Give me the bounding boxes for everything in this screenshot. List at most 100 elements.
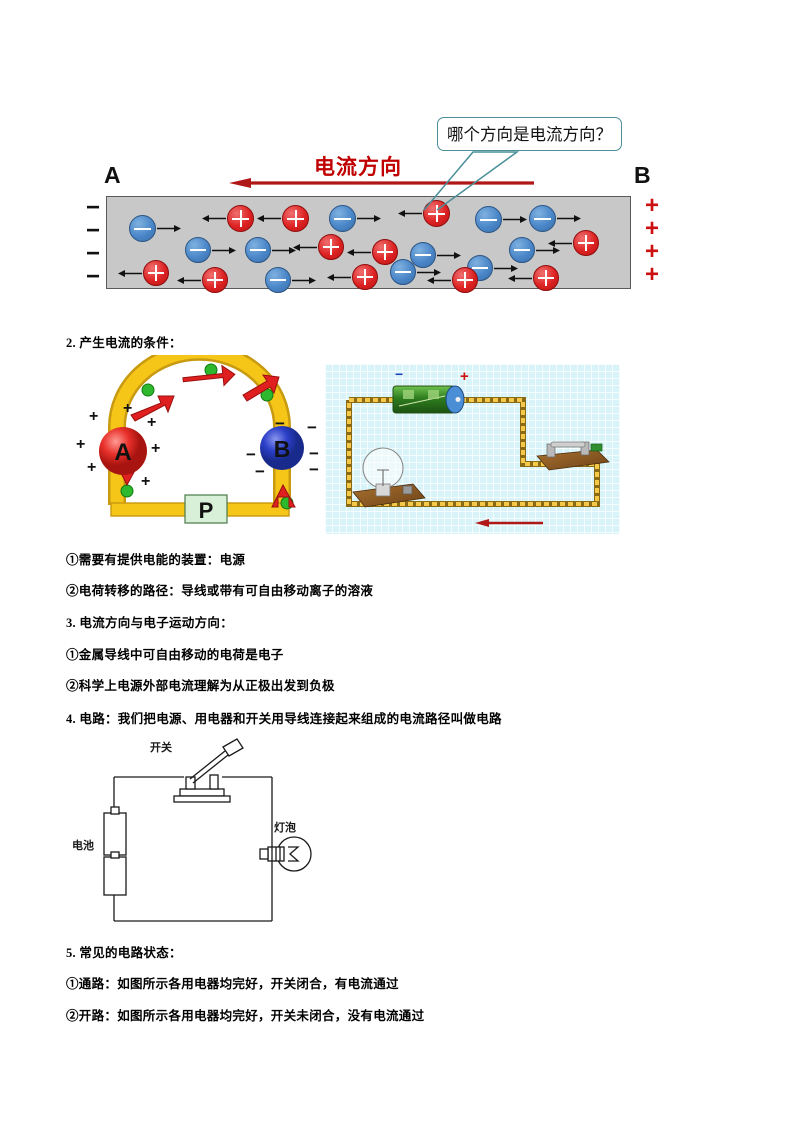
sphere-b-charges: −− −− −− [246, 414, 319, 481]
battery-positive-terminal: + [460, 368, 469, 385]
callout-question: 哪个方向是电流方向？ [437, 117, 622, 151]
ion-motion-arrow [508, 274, 532, 282]
ion-charge-glyph [334, 217, 351, 220]
negative-ion [329, 205, 356, 232]
ion-charge-glyph [239, 210, 242, 227]
sphere-a-label: A [114, 439, 131, 466]
conductor-body [106, 196, 631, 293]
ion-charge-glyph [472, 267, 488, 270]
ion-charge-glyph [415, 254, 431, 257]
ion-charge-glyph [214, 272, 217, 288]
negative-ion [185, 237, 211, 263]
svg-text:+: + [147, 414, 156, 431]
bulb-component [352, 447, 426, 508]
ion-motion-arrow [437, 251, 461, 259]
positive-ion [143, 260, 169, 286]
ion-motion-arrow [293, 243, 317, 251]
ion-motion-arrow [357, 215, 381, 222]
charge-sign: + [644, 192, 659, 219]
ion-motion-arrow [417, 268, 441, 276]
positive-ion [452, 267, 478, 293]
ion-charge-glyph [155, 265, 158, 281]
ion-charge-glyph [270, 279, 286, 282]
current-direction-arrow [229, 178, 534, 188]
svg-text:+: + [151, 440, 160, 457]
electrode-label-a: A [104, 162, 121, 188]
positive-ion [227, 205, 254, 232]
switch-symbol [173, 738, 244, 803]
ion-motion-arrow [427, 276, 451, 284]
bulb-symbol [259, 836, 312, 872]
section-5-item-2: ②开路：如图所示各用电器均完好，开关未闭合，没有电流通过 [66, 1009, 425, 1023]
ion-motion-arrow [503, 216, 527, 223]
charge-sign: − [85, 240, 100, 267]
section-3-item-1: ①金属导线中可自由移动的电荷是电子 [66, 648, 284, 662]
svg-text:−: − [307, 418, 317, 437]
sphere-a [99, 427, 147, 475]
ion-motion-arrow [557, 215, 581, 222]
ion-charge-glyph [364, 269, 367, 285]
device-p-label: P [199, 498, 214, 523]
svg-text:−: − [275, 414, 285, 433]
svg-text:−: − [246, 445, 256, 464]
negative-ion [529, 205, 556, 232]
ion-motion-arrow [398, 210, 422, 217]
ion-charge-glyph [384, 244, 387, 260]
positive-ion [318, 234, 344, 260]
charge-sign: + [644, 261, 659, 288]
section-2-item-1: ①需要有提供电能的装置：电源 [66, 553, 246, 567]
charge-sign: − [85, 217, 100, 244]
svg-text:+: + [123, 400, 132, 417]
battery-negative-terminal: − [395, 366, 403, 382]
negative-ion [410, 242, 436, 268]
positive-ion [573, 230, 599, 256]
ion-motion-arrow [272, 246, 296, 254]
bulb-label: 灯泡 [274, 820, 296, 834]
negative-ion [475, 206, 502, 233]
ion-motion-arrow [118, 269, 142, 277]
figure-conductor-ions: A B 电流方向 哪个方向是电流方向？ − − − − + + + + [86, 117, 696, 318]
section-2-item-2: ②电荷转移的路径：导线或带有可自由移动离子的溶液 [66, 584, 374, 598]
ion-charge-glyph [190, 249, 206, 252]
figure-circuit-schematic: 电池 开关 灯泡 [62, 735, 357, 930]
switch-label: 开关 [150, 740, 172, 754]
figure-photo-circuit: − + [325, 364, 620, 534]
switch-component [536, 441, 610, 471]
svg-text:+: + [89, 408, 98, 425]
ion-motion-arrow [202, 215, 226, 222]
charge-sign: − [85, 263, 100, 290]
ion-motion-arrow [257, 215, 281, 222]
ion-charge-glyph [480, 218, 497, 221]
device-p-box [184, 494, 228, 524]
charge-sign: + [644, 238, 659, 265]
ion-motion-arrow [536, 246, 560, 254]
ion-charge-glyph [330, 239, 333, 255]
section-5-item-1: ①通路：如图所示各用电器均完好，开关闭合，有电流通过 [66, 977, 399, 991]
battery-symbol [103, 806, 127, 896]
battery-label: 电池 [72, 838, 94, 852]
ion-charge-glyph [395, 271, 411, 274]
section-3-heading: 3. 电流方向与电子运动方向： [66, 616, 234, 630]
ion-motion-arrow [494, 264, 518, 272]
negative-ion [509, 237, 535, 263]
ion-charge-glyph [435, 205, 438, 222]
photo-current-arrow [475, 519, 543, 527]
svg-text:−: − [309, 460, 319, 479]
charge-sign: − [85, 194, 100, 221]
svg-text:−: − [309, 444, 319, 463]
negative-ion [390, 259, 416, 285]
ion-charge-glyph [250, 249, 266, 252]
negative-ion [265, 267, 291, 293]
ion-charge-glyph [134, 227, 151, 230]
svg-text:−: − [255, 462, 265, 481]
sphere-b-label: B [274, 436, 291, 462]
ion-motion-arrow [327, 273, 351, 281]
ion-motion-arrow [347, 248, 371, 256]
sphere-b [260, 426, 304, 470]
ion-motion-arrow [548, 239, 572, 247]
positive-ion [282, 205, 309, 232]
current-direction-label: 电流方向 [314, 155, 402, 179]
ion-charge-glyph [545, 270, 548, 286]
electrode-charges-right: + + + + [641, 192, 663, 288]
